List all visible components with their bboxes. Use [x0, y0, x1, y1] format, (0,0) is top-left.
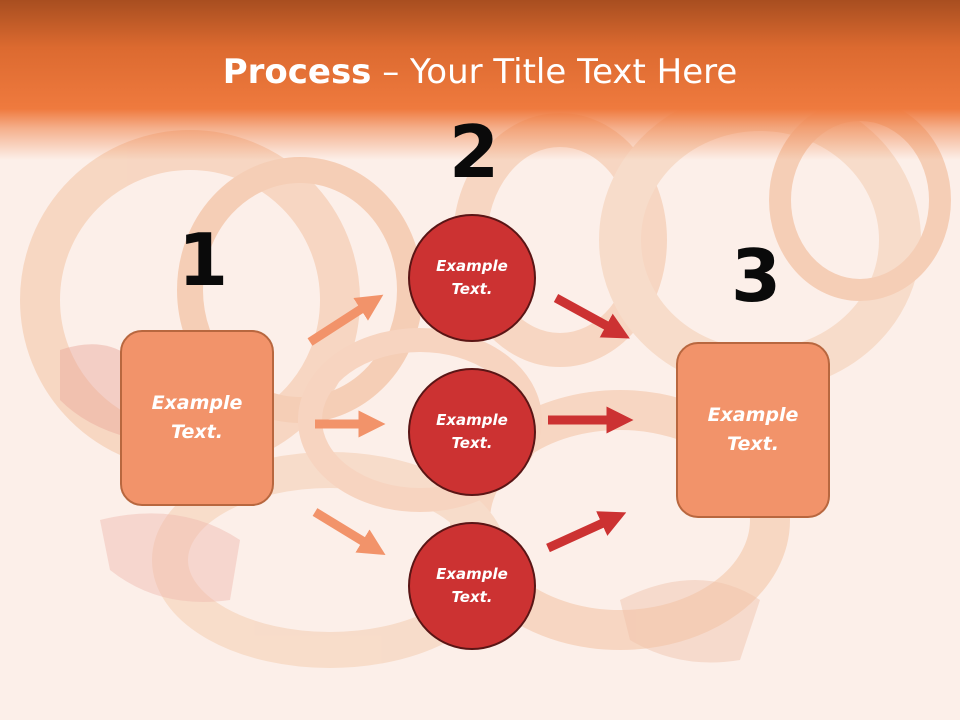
step-2-circle-1: Example Text.: [408, 214, 536, 342]
arrow-2c-to-3: [546, 511, 627, 553]
title-strong: Process: [222, 52, 372, 92]
title-bar: [0, 0, 960, 160]
step-number-1: 1: [178, 218, 229, 302]
step-number-3: 3: [731, 234, 782, 318]
step-2-circle-3: Example Text.: [408, 522, 536, 650]
title-rest: – Your Title Text Here: [371, 52, 738, 92]
slide-title: Process – Your Title Text Here: [0, 52, 960, 92]
arrow-1-to-2a: [307, 294, 384, 346]
step-number-2: 2: [449, 110, 500, 194]
step-3-box: Example Text.: [676, 342, 830, 518]
step-2-circle-2: Example Text.: [408, 368, 536, 496]
arrow-2a-to-3: [553, 294, 630, 339]
step-1-box: Example Text.: [120, 330, 274, 506]
arrow-1-to-2c: [312, 508, 386, 556]
